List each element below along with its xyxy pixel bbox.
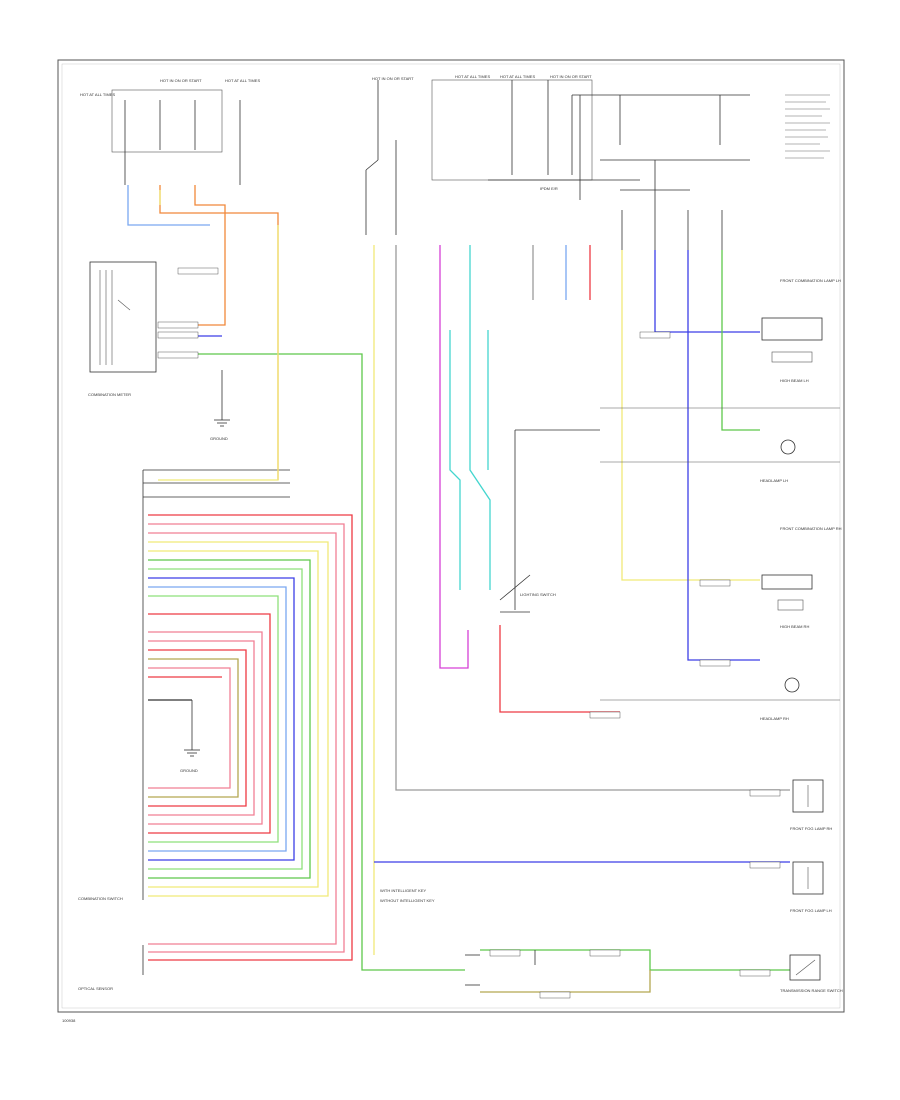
headlamp-lh-label: HEADLAMP LH — [760, 478, 788, 483]
combination-switch-label: COMBINATION SWITCH — [78, 896, 123, 901]
fuse-label: HOT IN ON OR START — [160, 78, 202, 83]
wire-bundle-switch — [148, 514, 353, 961]
ground-label: GROUND — [180, 768, 198, 773]
front-combination-lamp-rh — [761, 574, 813, 611]
headlamp-lh — [600, 439, 840, 463]
connector-tags — [157, 267, 781, 999]
fuse-label: HOT AT ALL TIMES — [455, 74, 490, 79]
ground-label: GROUND — [210, 436, 228, 441]
ground-symbol — [184, 700, 200, 757]
fuse-block-left — [111, 89, 241, 185]
high-beam-lh-label: HIGH BEAM LH — [780, 378, 809, 383]
fuse-label: HOT IN ON OR START — [550, 74, 592, 79]
connector-markers — [465, 950, 536, 986]
ground-symbol — [214, 370, 230, 427]
fuse-label: HOT AT ALL TIMES — [225, 78, 260, 83]
front-fog-lamp-rh-label: FRONT FOG LAMP RH — [790, 826, 832, 831]
lighting-switch — [499, 429, 600, 613]
top-right-notes — [785, 94, 830, 159]
legend-item: WITH INTELLIGENT KEY — [380, 888, 426, 893]
headlamp-rh-label: HEADLAMP RH — [760, 716, 789, 721]
wire-group-center — [374, 245, 790, 993]
fuse-label: HOT AT ALL TIMES — [80, 92, 115, 97]
fuse-label: HOT AT ALL TIMES — [500, 74, 535, 79]
front-fog-lamp-rh — [792, 779, 824, 813]
fuse-drops — [621, 210, 723, 250]
fuse-block-center — [365, 79, 750, 235]
footer-code: 100938 — [62, 1018, 76, 1023]
legend-item: WITHOUT INTELLIGENT KEY — [380, 898, 435, 903]
combination-meter-label: COMBINATION METER — [88, 392, 131, 397]
ipdm-label: IPDM E/R — [540, 186, 558, 191]
front-combination-lamp-lh — [600, 317, 840, 409]
wire-group-top — [127, 185, 790, 971]
headlamp-rh — [600, 677, 840, 701]
optical-sensor-label: OPTICAL SENSOR — [78, 986, 113, 991]
combination-meter — [89, 261, 157, 373]
lighting-switch-label: LIGHTING SWITCH — [520, 592, 556, 597]
high-beam-rh-label: HIGH BEAM RH — [780, 624, 809, 629]
transmission-range-switch — [789, 954, 821, 981]
front-fog-lamp-lh — [792, 861, 824, 895]
combination-switch — [142, 469, 290, 900]
fuse-label: HOT IN ON OR START — [372, 76, 414, 81]
diagram-frame-inner — [61, 63, 841, 1009]
legend: WITH INTELLIGENT KEY WITHOUT INTELLIGENT… — [380, 888, 435, 903]
transmission-range-switch-label: TRANSMISSION RANGE SWITCH — [780, 988, 843, 993]
diagram-border — [57, 59, 845, 1013]
front-fog-lamp-lh-label: FRONT FOG LAMP LH — [790, 908, 832, 913]
front-combination-lamp-rh-label: FRONT COMBINATION LAMP RH — [780, 526, 842, 531]
front-combination-lamp-lh-label: FRONT COMBINATION LAMP LH — [780, 278, 841, 283]
